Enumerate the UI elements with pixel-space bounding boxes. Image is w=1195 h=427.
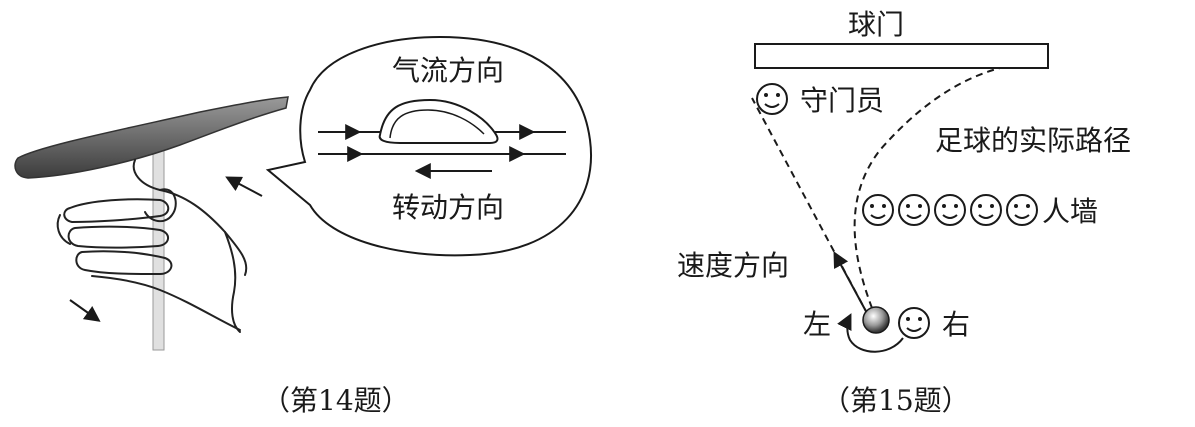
figure-14: 气流方向 转动方向 （第14题） <box>14 35 592 417</box>
wall-face-icon <box>934 194 966 226</box>
wall-label: 人墙 <box>1042 195 1098 228</box>
caption-14: （第14题） <box>262 384 410 417</box>
hands <box>56 159 248 333</box>
spinner-stick <box>152 149 165 351</box>
hand-motion-arrow-lower <box>69 299 101 322</box>
goal <box>754 43 1049 69</box>
wall-face-icon <box>898 194 930 226</box>
football-icon <box>862 306 890 334</box>
figure-15: 球门 守门员 速度方向 足球的实际路径 <box>677 8 1131 417</box>
zoom-bubble <box>265 35 592 257</box>
kicker-face-icon <box>898 307 930 339</box>
goalkeeper-label: 守门员 <box>800 84 884 117</box>
right-label: 右 <box>942 308 970 341</box>
spinner-blade <box>14 96 289 179</box>
wall-face-icon <box>1006 194 1038 226</box>
spin-arrow <box>837 313 904 353</box>
wall-face-icon <box>970 194 1002 226</box>
wall-faces <box>862 194 1038 226</box>
left-label: 左 <box>803 308 831 341</box>
caption-15: （第15题） <box>822 384 970 417</box>
rotation-label: 转动方向 <box>392 191 504 224</box>
path-label: 足球的实际路径 <box>935 124 1131 157</box>
airfoil-shape <box>378 98 499 144</box>
wall-face-icon <box>862 194 894 226</box>
airflow-label: 气流方向 <box>392 54 504 87</box>
goalkeeper-face-icon <box>756 83 788 115</box>
velocity-label: 速度方向 <box>677 249 789 282</box>
goal-label: 球门 <box>848 8 904 41</box>
hand-motion-arrow-upper <box>225 176 263 197</box>
actual-path-curve <box>853 67 1001 309</box>
